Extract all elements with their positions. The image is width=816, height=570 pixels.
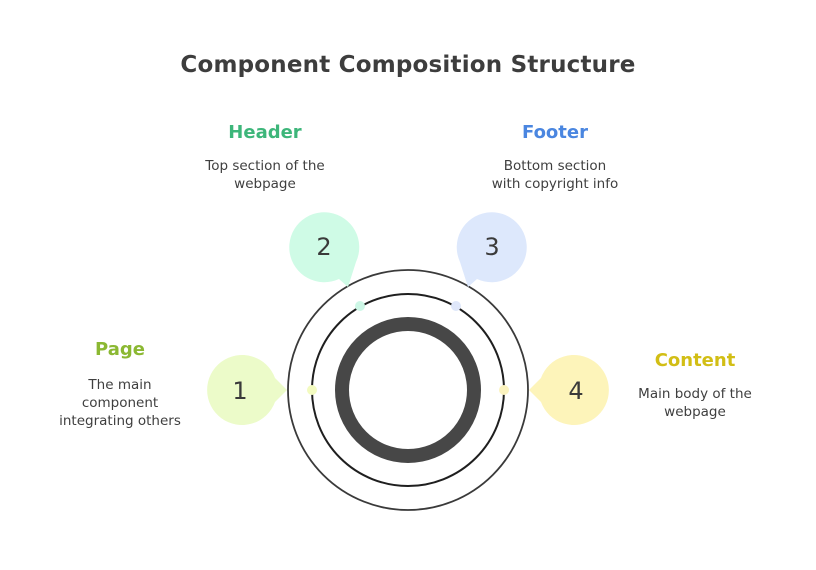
header-description: Top section of the webpage [180, 157, 350, 193]
header-number: 2 [316, 233, 331, 261]
header-description-line: Top section of the [205, 158, 325, 174]
content-description-line: webpage [664, 404, 726, 420]
page-title: Page [95, 339, 145, 360]
header-title: Header [228, 122, 302, 143]
page-connector-dot [307, 385, 317, 395]
content-connector-dot [499, 385, 509, 395]
content-description: Main body of the webpage [610, 385, 780, 421]
page-description-line: component [81, 395, 159, 411]
page-description-line: integrating others [59, 413, 181, 429]
header-description-line: webpage [234, 176, 296, 192]
page-number: 1 [232, 377, 247, 405]
header-connector-dot [355, 301, 365, 311]
footer-connector-dot [451, 301, 461, 311]
header-number-bubble: 2 [289, 212, 360, 287]
footer-description-line: with copyright info [491, 176, 619, 192]
content-number-bubble: 4 [529, 354, 609, 425]
footer-number-bubble: 3 [456, 212, 527, 287]
footer-description: Bottom section with copyright info [470, 157, 640, 193]
footer-title: Footer [522, 122, 588, 143]
diagram-title: Component Composition Structure [180, 52, 636, 78]
content-description-line: Main body of the [638, 386, 752, 402]
core-ring [335, 317, 481, 463]
page-number-bubble: 1 [207, 355, 287, 425]
outer-ring [287, 269, 529, 511]
content-number: 4 [568, 377, 583, 405]
footer-number: 3 [484, 233, 499, 261]
page-description: The main component integrating others [40, 376, 200, 430]
content-title: Content [654, 350, 736, 371]
footer-description-line: Bottom section [503, 158, 607, 174]
page-description-line: The main [88, 377, 152, 393]
